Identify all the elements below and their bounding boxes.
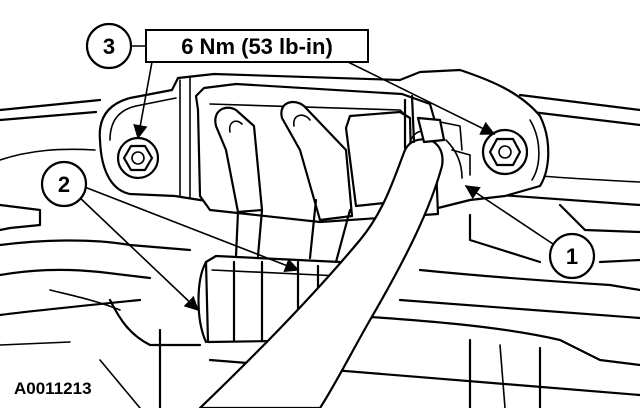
right-bolt	[481, 128, 529, 176]
torque-spec-label: 6 Nm (53 lb-in)	[145, 29, 369, 63]
callout-3-number: 3	[103, 34, 115, 59]
callout-2-number: 2	[58, 172, 70, 197]
leader-callout-2b	[81, 185, 300, 273]
callout-3: 3	[85, 22, 133, 70]
sensor-body	[194, 82, 463, 224]
callout-1-number: 1	[566, 244, 578, 269]
callout-1: 1	[548, 232, 596, 280]
leader-torque-right	[347, 61, 496, 135]
leader-callout-2a	[77, 195, 200, 311]
leader-lines	[77, 45, 557, 311]
torque-spec-text: 6 Nm (53 lb-in)	[181, 34, 333, 59]
vacuum-hose	[198, 94, 471, 410]
left-bolt	[116, 136, 160, 180]
reference-code: A0011213	[14, 379, 92, 398]
leader-callout-1	[464, 185, 557, 247]
leader-torque-left	[133, 61, 153, 140]
background-structure	[0, 93, 640, 410]
callout-2: 2	[40, 160, 88, 208]
